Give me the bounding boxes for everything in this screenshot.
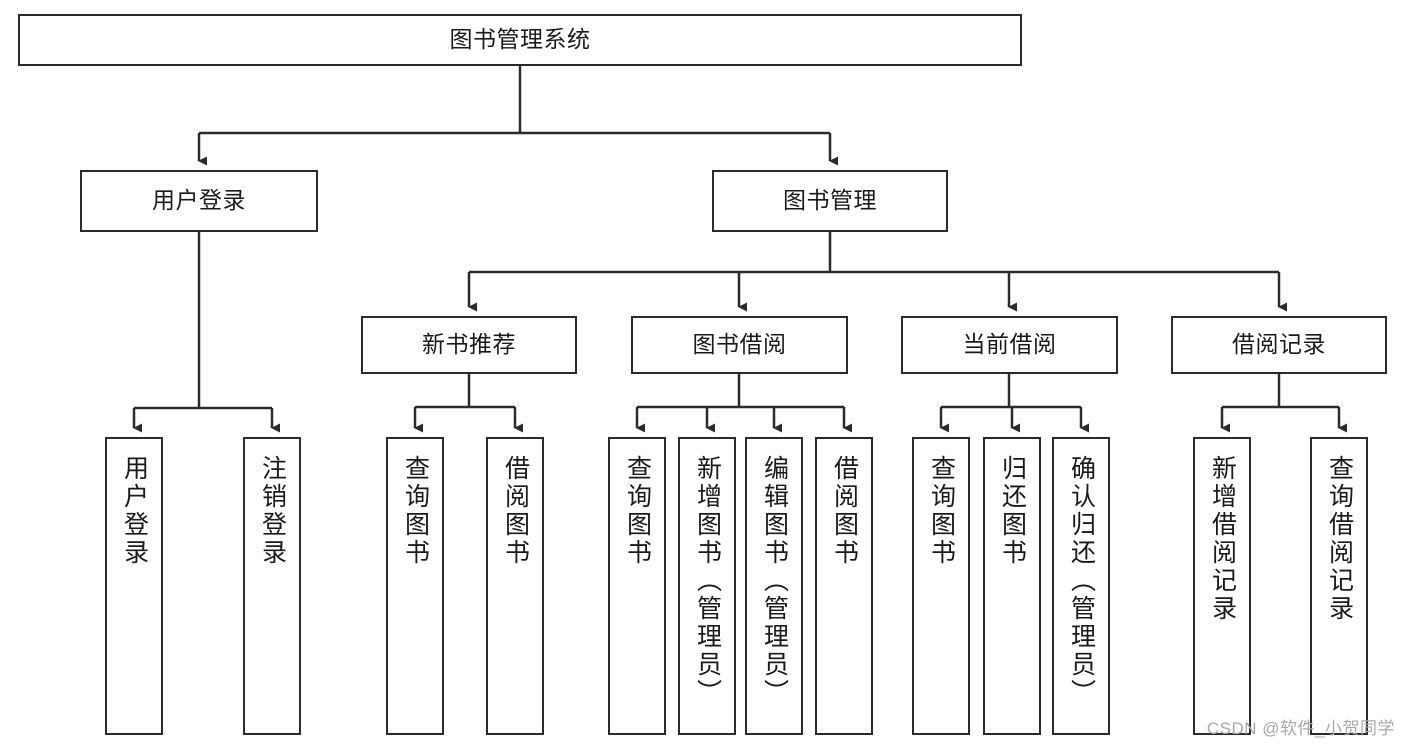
leaf-add-book[interactable]: 新增图书（管理员） <box>678 437 736 735</box>
leaf-confirm-return-label: 确认归还（管理员） <box>1067 455 1096 707</box>
node-user-login[interactable]: 用户登录 <box>80 170 318 232</box>
leaf-user-login[interactable]: 用户登录 <box>105 437 163 735</box>
leaf-query-book-1[interactable]: 查询图书 <box>386 437 444 735</box>
node-new-book-recommend[interactable]: 新书推荐 <box>361 316 577 374</box>
tree-connectors <box>132 66 1347 433</box>
leaf-edit-book-label: 编辑图书（管理员） <box>760 455 789 707</box>
leaf-add-record-label: 新增借阅记录 <box>1208 455 1237 623</box>
leaf-borrow-book-1-label: 借阅图书 <box>501 455 530 567</box>
leaf-return-book[interactable]: 归还图书 <box>983 437 1041 735</box>
leaf-logout-label: 注销登录 <box>258 455 287 567</box>
leaf-query-record[interactable]: 查询借阅记录 <box>1310 437 1368 735</box>
leaf-query-record-label: 查询借阅记录 <box>1325 455 1354 623</box>
leaf-query-book-3[interactable]: 查询图书 <box>912 437 970 735</box>
node-user-login-label: 用户登录 <box>152 187 246 214</box>
node-book-borrow-label: 图书借阅 <box>692 331 787 358</box>
node-book-management-label: 图书管理 <box>783 187 877 214</box>
leaf-add-book-label: 新增图书（管理员） <box>693 455 722 707</box>
leaf-edit-book[interactable]: 编辑图书（管理员） <box>745 437 803 735</box>
node-current-borrow-label: 当前借阅 <box>962 331 1057 358</box>
node-new-book-recommend-label: 新书推荐 <box>422 331 516 358</box>
leaf-borrow-book-1[interactable]: 借阅图书 <box>486 437 544 735</box>
leaf-query-book-2-label: 查询图书 <box>623 455 652 567</box>
leaf-return-book-label: 归还图书 <box>998 455 1027 567</box>
node-book-management[interactable]: 图书管理 <box>712 170 948 232</box>
node-borrow-record[interactable]: 借阅记录 <box>1171 316 1387 374</box>
node-root-label: 图书管理系统 <box>449 26 591 53</box>
leaf-user-login-label: 用户登录 <box>120 455 149 567</box>
leaf-confirm-return[interactable]: 确认归还（管理员） <box>1052 437 1110 735</box>
node-root[interactable]: 图书管理系统 <box>18 14 1022 66</box>
node-current-borrow[interactable]: 当前借阅 <box>901 316 1118 374</box>
leaf-query-book-2[interactable]: 查询图书 <box>608 437 666 735</box>
leaf-query-book-3-label: 查询图书 <box>927 455 956 567</box>
leaf-borrow-book-2-label: 借阅图书 <box>830 455 859 567</box>
leaf-add-record[interactable]: 新增借阅记录 <box>1193 437 1251 735</box>
node-book-borrow[interactable]: 图书借阅 <box>631 316 848 374</box>
leaf-logout[interactable]: 注销登录 <box>243 437 301 735</box>
node-borrow-record-label: 借阅记录 <box>1232 331 1326 358</box>
leaf-borrow-book-2[interactable]: 借阅图书 <box>815 437 873 735</box>
leaf-query-book-1-label: 查询图书 <box>401 455 430 567</box>
